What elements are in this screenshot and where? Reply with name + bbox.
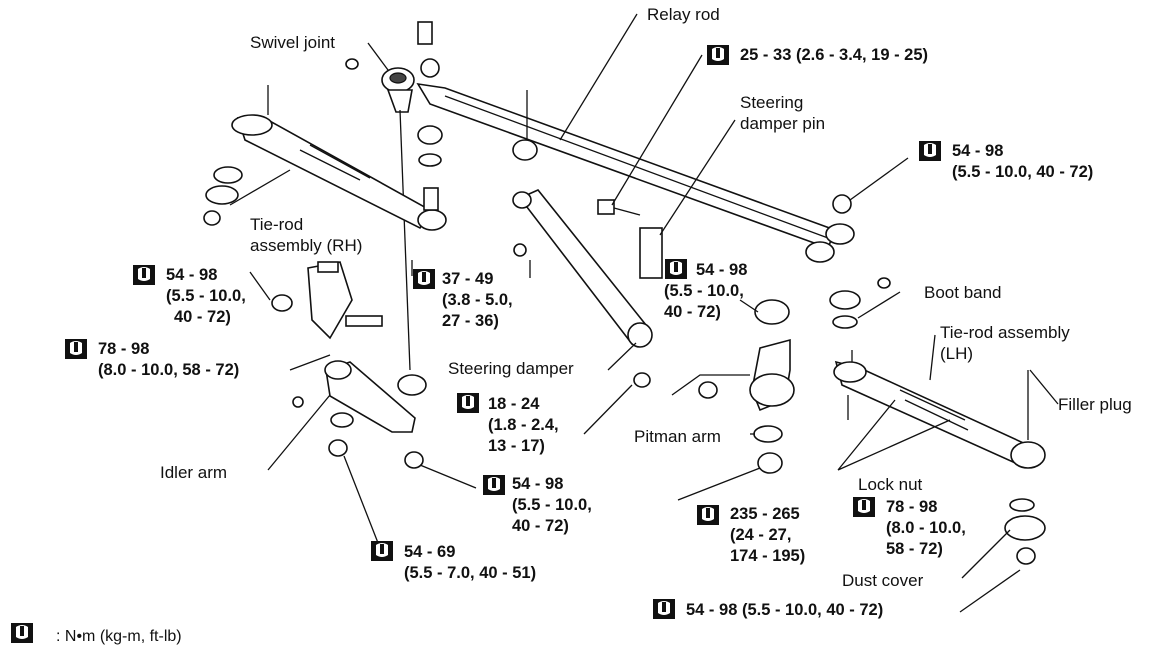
torque-wrench-icon: [706, 44, 730, 66]
swivel-joint-label: Swivel joint: [250, 33, 336, 52]
boot-band-label: Boot band: [924, 283, 1002, 302]
torque-value-tie-rod-end: 54 - 98 (5.5 - 10.0, 40 - 72): [686, 601, 884, 619]
torque-value-damper: 18 - 24(1.8 - 2.4,13 - 17): [488, 395, 559, 455]
torque-value-relay-end: 54 - 98(5.5 - 10.0, 40 - 72): [952, 142, 1094, 181]
tie-rod-rh-part: [203, 85, 447, 231]
torque-value-idler-nut: 54 - 98(5.5 - 10.0,40 - 72): [512, 475, 592, 535]
legend-units: : N•m (kg-m, ft-lb): [56, 628, 182, 645]
torque-wrench-icon: [10, 622, 34, 644]
filler-plug-label: Filler plug: [1058, 395, 1132, 414]
torque-wrench-icon: [64, 338, 88, 360]
torque-wrench-icon: [456, 392, 480, 414]
torque-wrench-icon: [696, 504, 720, 526]
torque-value-lock-nut: 78 - 98(8.0 - 10.0,58 - 72): [886, 498, 966, 558]
leader-lines: [229, 13, 1059, 613]
idler-arm-label: Idler arm: [160, 463, 228, 482]
pitman-arm-part: [698, 299, 795, 474]
torque-wrench-icon: [852, 496, 876, 518]
tie-rod-lh-label: Tie-rod assembly(LH): [940, 323, 1070, 363]
torque-value-idler-lower: 54 - 69(5.5 - 7.0, 40 - 51): [404, 543, 537, 582]
relay-rod-end: [805, 194, 891, 329]
tie-rod-lh-part: [833, 350, 1046, 565]
swivel-joint-part: [345, 21, 443, 167]
pitman-arm-label: Pitman arm: [634, 427, 721, 446]
torque-wrench-icon: [132, 264, 156, 286]
torque-value-idler-bolt: 78 - 98(8.0 - 10.0, 58 - 72): [98, 340, 240, 379]
torque-wrench-icon: [412, 268, 436, 290]
lock-nut-label: Lock nut: [858, 475, 923, 494]
idler-arm-part: [292, 360, 427, 469]
torque-wrench-icon: [664, 258, 688, 280]
torque-wrench-icon: [918, 140, 942, 162]
torque-value-swivel: 37 - 49(3.8 - 5.0,27 - 36): [442, 270, 513, 330]
torque-wrench-icon: [652, 598, 676, 620]
torque-value-pitman-top: 54 - 98(5.5 - 10.0,40 - 72): [664, 261, 748, 321]
dust-cover-label: Dust cover: [842, 571, 924, 590]
torque-value-relay-rod: 25 - 33 (2.6 - 3.4, 19 - 25): [740, 46, 929, 64]
steering-damper-label: Steering damper: [448, 359, 574, 378]
torque-value-pitman-nut: 235 - 265(24 - 27,174 - 195): [730, 505, 806, 565]
steering-damper-part: [512, 90, 653, 388]
torque-value-idler-bracket: 54 - 98(5.5 - 10.0,40 - 72): [166, 266, 246, 326]
torque-wrench-icon: [482, 474, 506, 496]
torque-wrench-icon: [370, 540, 394, 562]
relay-rod-label: Relay rod: [647, 5, 720, 24]
damper-pin-bracket: [597, 199, 663, 279]
idler-arm-bracket: [271, 261, 383, 340]
